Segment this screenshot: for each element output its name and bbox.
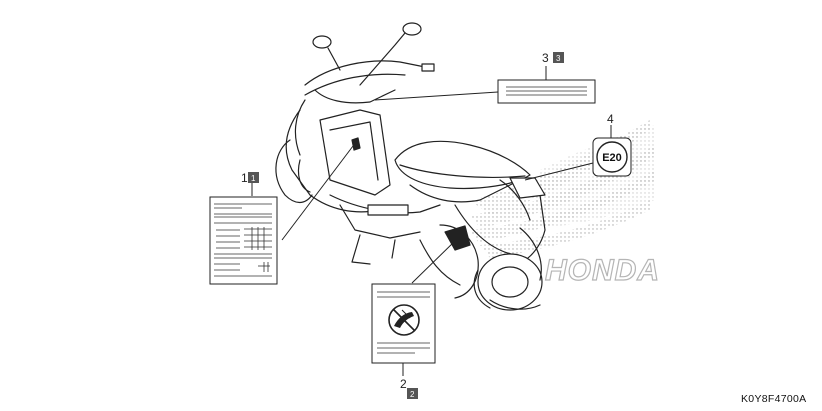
label-3-card bbox=[497, 79, 596, 104]
callout-number-2: 2 bbox=[400, 377, 407, 391]
callout-box-1 bbox=[248, 172, 259, 183]
honda-watermark-text: HONDA bbox=[545, 254, 660, 287]
part-code: K0Y8F4700A bbox=[741, 393, 806, 405]
scooter-illustration bbox=[275, 22, 546, 311]
callout-number-1: 1 bbox=[241, 171, 248, 185]
callout-number-3: 3 bbox=[542, 51, 549, 65]
leader-lines bbox=[251, 66, 612, 376]
callout-box-1-label: 1 bbox=[251, 174, 256, 183]
callout-box-2 bbox=[407, 388, 418, 399]
callout-box-3-label: 3 bbox=[556, 54, 561, 63]
callout-box-3 bbox=[553, 52, 564, 63]
label-1-card bbox=[209, 196, 278, 285]
callout-number-4: 4 bbox=[607, 112, 614, 126]
label-2-card bbox=[371, 283, 436, 364]
no-hand-warning-icon bbox=[388, 304, 420, 336]
label-4-e20-card: E20 bbox=[592, 137, 632, 177]
e20-label-text: E20 bbox=[602, 152, 622, 164]
callout-box-2-label: 2 bbox=[410, 390, 415, 399]
